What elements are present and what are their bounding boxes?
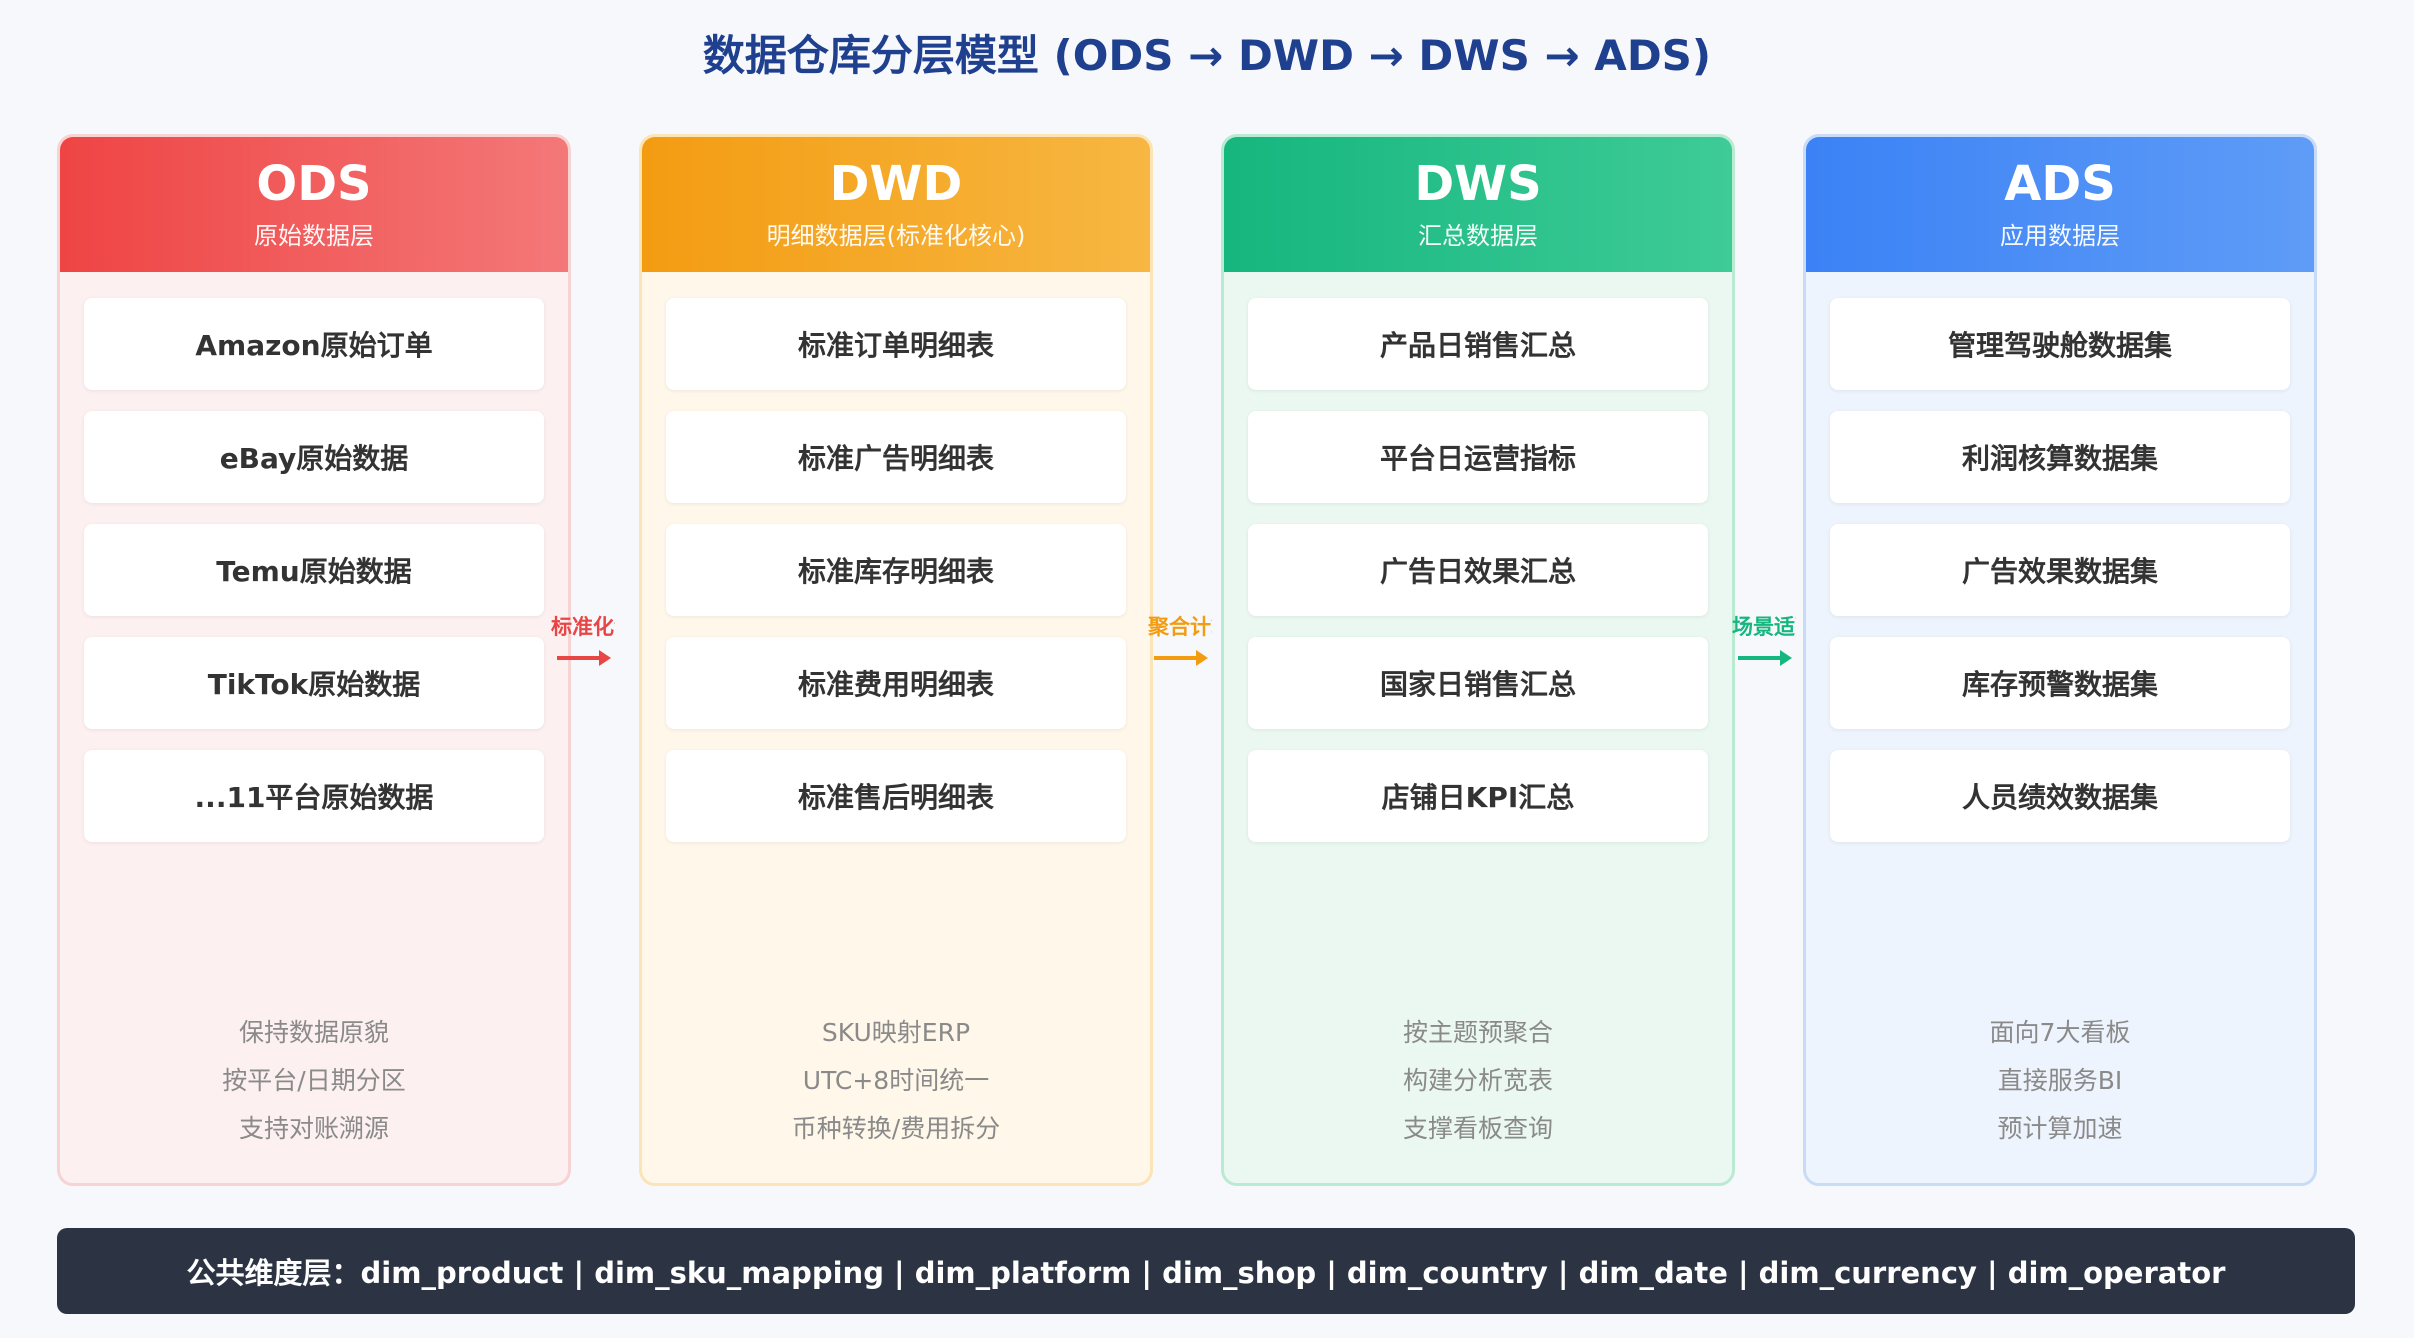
layer-note: 预计算加速	[1997, 1114, 2123, 1143]
table-card: 人员绩效数据集	[1830, 750, 2290, 842]
table-card: 标准售后明细表	[666, 750, 1126, 842]
table-card: 国家日销售汇总	[1248, 637, 1708, 729]
layer-header: DWS 汇总数据层	[1224, 137, 1732, 272]
flow-arrow-dws-ads: 场景适配	[1732, 612, 1796, 670]
table-card: TikTok原始数据	[84, 637, 544, 729]
layer-note: 支撑看板查询	[1402, 1114, 1553, 1143]
layer-note: 构建分析宽表	[1402, 1066, 1553, 1095]
layer-name: ODS	[256, 155, 372, 212]
right-arrow-icon	[1154, 650, 1208, 666]
dimension-layer-bar: 公共维度层：dim_product | dim_sku_mapping | di…	[57, 1228, 2355, 1314]
table-card: Amazon原始订单	[84, 298, 544, 390]
table-card: 标准费用明细表	[666, 637, 1126, 729]
layer-note: 币种转换/费用拆分	[791, 1114, 1001, 1143]
table-card: eBay原始数据	[84, 411, 544, 503]
table-card: 库存预警数据集	[1830, 637, 2290, 729]
layer-note: 按平台/日期分区	[222, 1066, 406, 1095]
table-card: Temu原始数据	[84, 524, 544, 616]
table-card: ...11平台原始数据	[84, 750, 544, 842]
layer-subtitle: 明细数据层(标准化核心)	[766, 222, 1026, 251]
arrow-label: 场景适配	[1732, 615, 1796, 639]
arrow-label: 标准化清	[551, 615, 615, 639]
layer-dws: DWS 汇总数据层 产品日销售汇总 平台日运营指标 广告日效果汇总 国家日销售汇…	[1221, 134, 1735, 1186]
layer-subtitle: 应用数据层	[2000, 222, 2120, 251]
table-card: 标准订单明细表	[666, 298, 1126, 390]
layer-note: 面向7大看板	[1989, 1018, 2131, 1047]
layer-subtitle: 原始数据层	[254, 222, 374, 251]
layer-header: DWD 明细数据层(标准化核心)	[642, 137, 1150, 272]
table-card: 店铺日KPI汇总	[1248, 750, 1708, 842]
right-arrow-icon	[1738, 650, 1792, 666]
table-card: 平台日运营指标	[1248, 411, 1708, 503]
layer-note: 保持数据原貌	[238, 1018, 389, 1047]
layer-notes: SKU映射ERP UTC+8时间统一 币种转换/费用拆分	[642, 1009, 1150, 1153]
layer-note: SKU映射ERP	[821, 1018, 971, 1047]
right-arrow-icon	[557, 650, 611, 666]
flow-arrow-dwd-dws: 聚合计算	[1148, 612, 1212, 670]
layer-notes: 按主题预聚合 构建分析宽表 支撑看板查询	[1224, 1009, 1732, 1153]
layer-ads: ADS 应用数据层 管理驾驶舱数据集 利润核算数据集 广告效果数据集 库存预警数…	[1803, 134, 2317, 1186]
layer-header: ADS 应用数据层	[1806, 137, 2314, 272]
layer-note: 按主题预聚合	[1402, 1018, 1553, 1047]
flow-arrow-ods-dwd: 标准化清	[551, 612, 615, 670]
layer-name: DWD	[829, 155, 963, 212]
table-card: 利润核算数据集	[1830, 411, 2290, 503]
layer-note: UTC+8时间统一	[802, 1066, 990, 1095]
layer-subtitle: 汇总数据层	[1418, 222, 1538, 251]
layer-note: 支持对账溯源	[238, 1114, 389, 1143]
layer-header: ODS 原始数据层	[60, 137, 568, 272]
table-card: 标准广告明细表	[666, 411, 1126, 503]
table-card: 广告日效果汇总	[1248, 524, 1708, 616]
layer-note: 直接服务BI	[1997, 1066, 2123, 1095]
diagram-title: 数据仓库分层模型 (ODS → DWD → DWS → ADS)	[702, 31, 1712, 80]
arrow-label: 聚合计算	[1148, 615, 1212, 639]
layer-notes: 保持数据原貌 按平台/日期分区 支持对账溯源	[60, 1009, 568, 1153]
layer-notes: 面向7大看板 直接服务BI 预计算加速	[1806, 1009, 2314, 1153]
table-card: 产品日销售汇总	[1248, 298, 1708, 390]
table-card: 广告效果数据集	[1830, 524, 2290, 616]
layer-name: ADS	[2004, 155, 2116, 212]
layer-name: DWS	[1414, 155, 1542, 212]
layer-dwd: DWD 明细数据层(标准化核心) 标准订单明细表 标准广告明细表 标准库存明细表…	[639, 134, 1153, 1186]
table-card: 管理驾驶舱数据集	[1830, 298, 2290, 390]
layer-ods: ODS 原始数据层 Amazon原始订单 eBay原始数据 Temu原始数据 T…	[57, 134, 571, 1186]
table-card: 标准库存明细表	[666, 524, 1126, 616]
